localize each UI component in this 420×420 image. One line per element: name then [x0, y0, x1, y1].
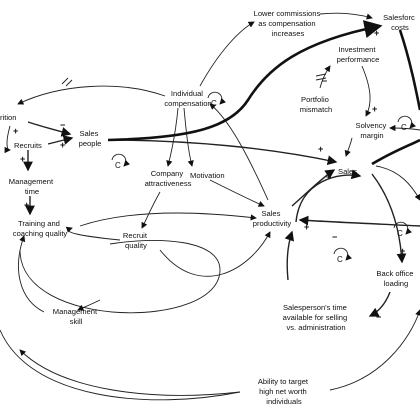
link-quality-training	[65, 226, 121, 241]
loop-marker-1: C	[111, 153, 130, 170]
loop-marker-4: C	[397, 115, 416, 132]
loop-marker-5: C	[393, 221, 412, 238]
thick-right-top	[398, 29, 420, 111]
svg-text:C: C	[397, 229, 403, 238]
delay-mark	[61, 77, 73, 87]
node-recruits: Recruits	[14, 141, 42, 150]
svg-text:C: C	[115, 161, 121, 170]
link-attrition-recruits	[4, 125, 11, 154]
delay-mark-2	[315, 73, 327, 81]
link-solvency-sales	[344, 137, 353, 157]
node-training: Training and coaching quality	[13, 219, 68, 238]
node-portfolio-mismatch: Portfolio mismatch	[300, 95, 333, 114]
link-investment-solvency	[361, 65, 372, 117]
link-sales-right	[375, 165, 420, 201]
polarity-10: −	[376, 312, 381, 322]
polarity-12: −	[322, 76, 327, 86]
link-right-solvency	[389, 124, 420, 132]
node-sales: Sales	[338, 167, 357, 176]
node-attrition: rition	[0, 113, 16, 122]
link-mgmtskill-training	[18, 235, 45, 313]
polarity-7: +	[326, 172, 331, 182]
node-management-time: Management time	[9, 177, 55, 196]
svg-text:C: C	[337, 255, 343, 264]
polarity-14: −	[332, 232, 337, 242]
loop-sales-backoffice	[295, 169, 362, 223]
link-sales-backoffice	[371, 173, 407, 264]
loop-outer-recruit	[19, 240, 221, 314]
loop-marker-2: C	[207, 91, 226, 108]
node-sales-productivity: Sales productivity	[253, 209, 292, 228]
link-attractiveness-quality	[141, 191, 161, 229]
link-salespeople-sales	[107, 139, 338, 166]
link-comp-motivation	[183, 107, 194, 167]
link-training-productivity	[79, 212, 257, 227]
node-solvency-margin: Solvency margin	[356, 121, 389, 140]
loop-marker-3: C	[333, 247, 352, 264]
link-backoffice-time	[368, 291, 391, 317]
node-management-skill: Management skill	[53, 307, 99, 326]
link-ability-right	[329, 309, 420, 391]
polarity-1: +	[13, 126, 18, 136]
link-compensation-attrition	[17, 85, 166, 105]
link-comp-commissions	[199, 21, 255, 87]
link-productivity-comp	[209, 103, 269, 201]
svg-text:C: C	[401, 123, 407, 132]
node-motivation: Motivation	[190, 171, 225, 180]
link-productivity-sales	[291, 169, 336, 207]
node-company-attractiveness: Company attractiveness	[145, 169, 192, 188]
node-investment-performance: Investment performance	[337, 45, 380, 64]
thick-right-sales	[371, 138, 420, 166]
link-time-productivity	[284, 230, 294, 281]
polarity-11: +	[374, 28, 379, 38]
node-ability-target: Ability to target high net worth individ…	[258, 377, 310, 406]
polarity-6: +	[318, 144, 323, 154]
svg-text:C: C	[211, 99, 217, 108]
link-ability-left	[19, 349, 241, 396]
polarity-13: +	[372, 104, 377, 114]
polarity-8: +	[304, 222, 309, 232]
node-sales-people: Sales people	[79, 129, 102, 148]
polarity-2: −	[60, 120, 65, 130]
polarity-4: +	[20, 154, 25, 164]
link-motivation-productivity	[209, 179, 265, 207]
node-recruit-quality: Recruit quality	[123, 231, 149, 250]
thick-salespeople-costs	[107, 20, 383, 142]
link-loop-mgmtskill	[77, 299, 101, 311]
polarity-5: +	[24, 200, 29, 210]
link-quality-productivity	[159, 231, 271, 277]
loop-lower-ability	[0, 329, 241, 401]
node-lower-commissions: Lower commissions as compensation increa…	[254, 9, 323, 38]
polarity-3: +	[60, 140, 65, 150]
node-individual-compensation: Individual compensation	[164, 89, 211, 108]
link-commissions-costs	[319, 12, 373, 20]
link-portfolio-investment	[319, 65, 331, 89]
link-attrition-salespeople	[27, 121, 72, 137]
node-salesperson-time: Salesperson's time available for selling…	[283, 303, 350, 332]
link-comp-attractiveness	[166, 107, 179, 167]
link-right-productivity	[298, 215, 420, 227]
polarity-9: +	[400, 246, 405, 256]
node-back-office-loading: Back office loading	[376, 269, 415, 288]
node-salesforce-costs: Salesforc costs	[383, 13, 417, 32]
link-recruits-salespeople	[47, 135, 74, 145]
